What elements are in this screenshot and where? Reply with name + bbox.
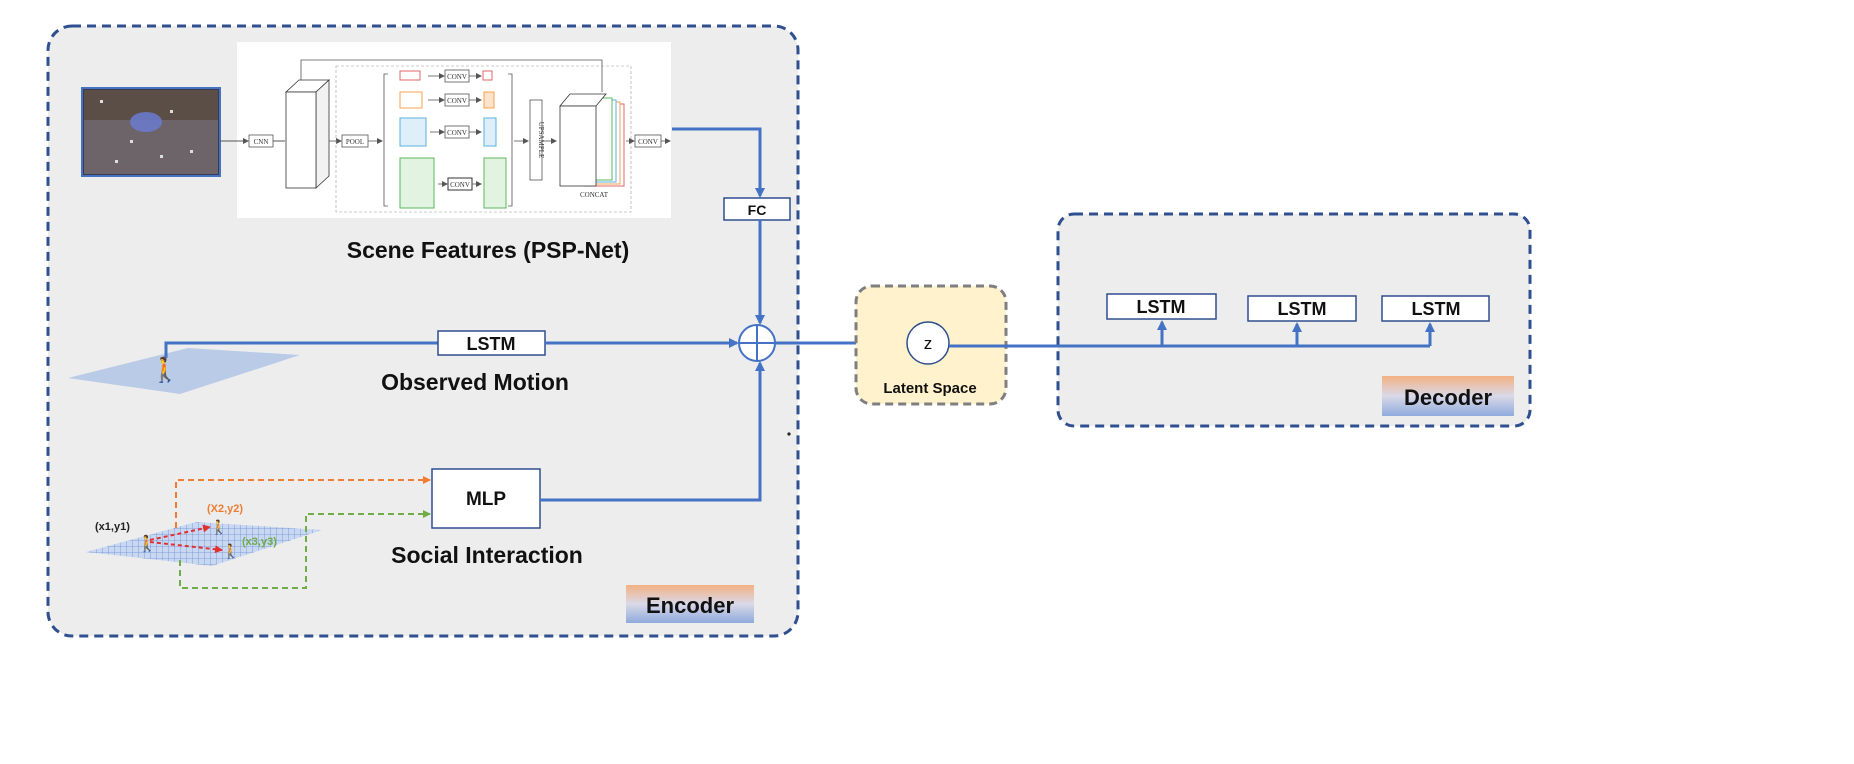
psp-pool-label: POOL <box>346 138 364 146</box>
psp-conv-label-3: CONV <box>447 129 467 137</box>
encoder-label: Encoder <box>646 593 734 618</box>
observed-motion-title: Observed Motion <box>381 369 569 395</box>
psp-upsample-box <box>529 99 543 181</box>
decoder-lstm-box-3 <box>1381 295 1490 322</box>
red-arrow-1 <box>149 524 211 541</box>
mlp-label: MLP <box>466 489 506 510</box>
scene-image <box>81 87 221 177</box>
scene-features-title: Scene Features (PSP-Net) <box>347 237 629 263</box>
stray-dot <box>787 432 791 436</box>
pedestrian-icon-1: 🚶 <box>137 534 157 553</box>
decoder-lstm-label-3: LSTM <box>1412 299 1461 319</box>
social-interaction-title: Social Interaction <box>391 542 583 568</box>
point-2-label: (X2,y2) <box>207 503 243 515</box>
scene-to-fc-arrow <box>672 127 765 198</box>
psp-upsample-label: UPSAMPLE <box>537 122 545 159</box>
latent-space-label: Latent Space <box>883 380 976 397</box>
sum-node <box>738 324 776 362</box>
decoder-lstm-box-1 <box>1106 293 1217 320</box>
psp-cnn-label: CNN <box>254 138 269 146</box>
social-green-arrow <box>179 510 431 589</box>
psp-conv-label-out: CONV <box>638 138 658 146</box>
fc-label: FC <box>748 202 767 218</box>
point-3-label: (x3,y3) <box>242 536 277 548</box>
decoder-lstm-label-1: LSTM <box>1137 297 1186 317</box>
social-orange-arrow <box>175 476 431 528</box>
psp-conv-label-1: CONV <box>447 73 467 81</box>
pedestrian-icon-3: 🚶 <box>222 543 239 560</box>
social-grid <box>86 522 322 566</box>
red-arrow-2 <box>149 541 223 554</box>
decoder-label: Decoder <box>1404 385 1492 410</box>
decoder-lstm-box-2 <box>1247 295 1357 322</box>
latent-z-node <box>906 321 950 365</box>
latent-z-label: z <box>924 334 933 353</box>
psp-concat-label: CONCAT <box>580 191 609 199</box>
point-1-label: (x1,y1) <box>95 521 130 533</box>
motion-plane <box>68 348 300 394</box>
motion-to-lstm-arrow <box>164 341 438 358</box>
walker-icon: 🚶 <box>150 356 180 384</box>
motion-lstm-label: LSTM <box>467 334 516 354</box>
pedestrian-icon-2: 🚶 <box>210 519 227 536</box>
mlp-to-sum-arrow <box>540 361 765 502</box>
fc-box <box>723 197 791 221</box>
decoder-lstm-label-2: LSTM <box>1278 299 1327 319</box>
psp-conv-label-2: CONV <box>447 97 467 105</box>
psp-net-figure: CNN POOL CONV CONV CONV <box>220 42 671 218</box>
psp-conv-label-4: CONV <box>450 181 470 189</box>
encoder-tag <box>626 585 754 623</box>
decoder-tag <box>1382 376 1514 416</box>
